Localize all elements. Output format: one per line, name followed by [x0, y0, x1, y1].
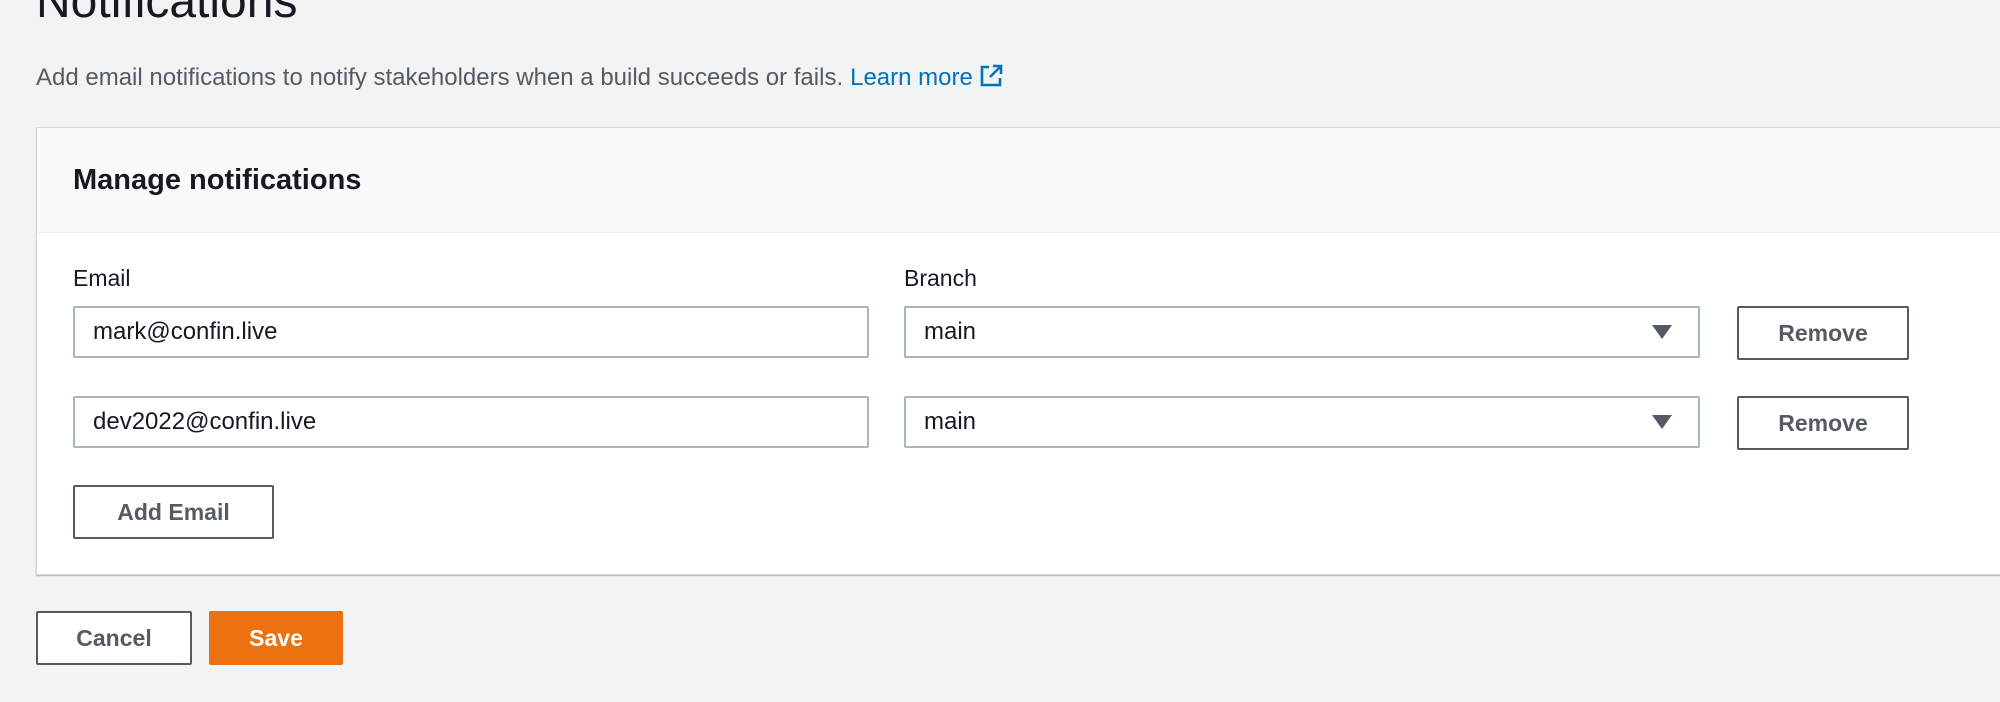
remove-button[interactable]: Remove [1737, 306, 1909, 360]
save-button[interactable]: Save [209, 611, 343, 665]
branch-select-value: main [924, 408, 977, 435]
panel-title: Manage notifications [73, 164, 362, 196]
panel-header: Manage notifications [37, 128, 2000, 233]
email-field[interactable] [73, 306, 869, 358]
branch-column-label: Branch [904, 265, 977, 291]
email-field[interactable] [73, 396, 869, 448]
cancel-button[interactable]: Cancel [36, 611, 192, 665]
remove-button[interactable]: Remove [1737, 396, 1909, 450]
manage-notifications-panel: Manage notifications Email Branch main R… [36, 127, 2000, 575]
email-column-label: Email [73, 265, 131, 291]
branch-select-value: main [924, 318, 977, 345]
caret-down-icon [1652, 325, 1672, 339]
description-text: Add email notifications to notify stakeh… [36, 64, 844, 91]
branch-select[interactable]: main [904, 396, 1700, 448]
add-email-button[interactable]: Add Email [73, 485, 274, 539]
learn-more-link[interactable]: Learn more [850, 64, 1003, 91]
branch-select[interactable]: main [904, 306, 1700, 358]
external-link-icon [980, 64, 1003, 87]
page-description: Add email notifications to notify stakeh… [36, 62, 1003, 94]
caret-down-icon [1652, 415, 1672, 429]
page-title: Notifications [36, 0, 298, 28]
